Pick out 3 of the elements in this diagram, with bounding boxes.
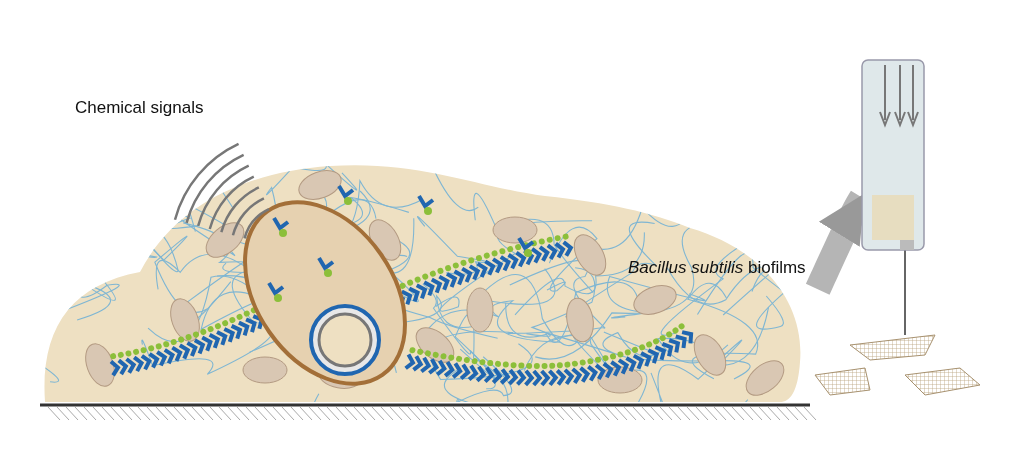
caption-text: Bacillus subtilis biofilms — [628, 258, 806, 278]
bioprinter-drawing — [861, 59, 925, 336]
caption-text: Chemical signals — [75, 98, 204, 118]
